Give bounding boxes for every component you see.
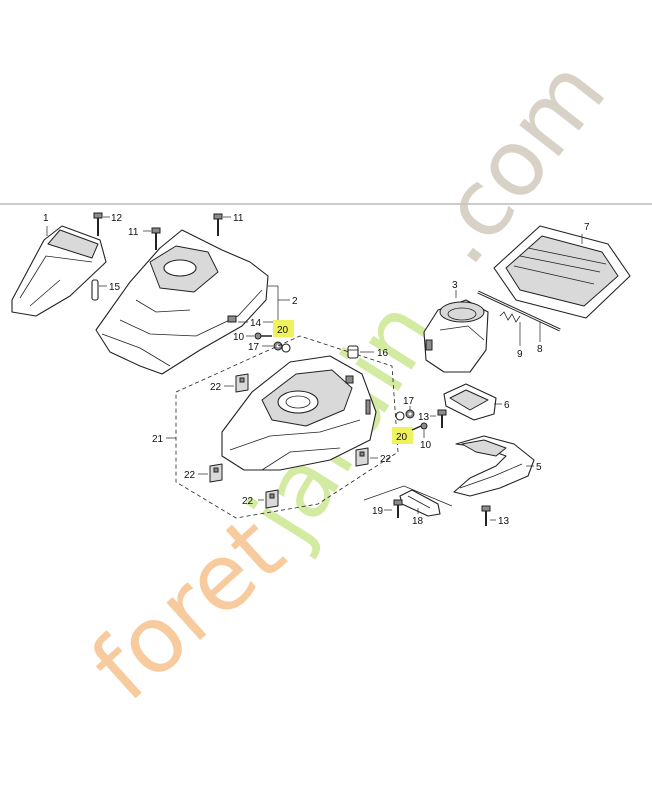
label-7: 7: [584, 222, 590, 233]
label-22-bottom: 22: [242, 496, 254, 507]
highlight-20-right: [392, 427, 413, 444]
part-11-bolt-left[interactable]: [151, 227, 161, 250]
label-17-left: 17: [248, 342, 260, 353]
label-6: 6: [504, 400, 510, 411]
label-22-mid-left: 22: [184, 470, 196, 481]
label-9: 9: [517, 349, 523, 360]
label-22-right: 22: [380, 454, 392, 465]
part-13-screw-lower[interactable]: [481, 505, 491, 526]
label-10-right: 10: [420, 440, 432, 451]
part-20-washer-right[interactable]: [395, 411, 405, 421]
watermark-foret: foret: [71, 497, 304, 722]
part-17-nut-right[interactable]: [405, 409, 415, 419]
part-1-cover[interactable]: [11, 225, 107, 317]
part-6-flap[interactable]: [443, 383, 497, 421]
label-20-right[interactable]: 20: [396, 432, 408, 443]
part-18-bracket[interactable]: [399, 489, 441, 517]
part-2-housing[interactable]: [95, 229, 269, 375]
label-20-left[interactable]: 20: [277, 325, 289, 336]
label-18: 18: [412, 516, 424, 527]
part-5-deflector[interactable]: [453, 435, 535, 497]
label-11-left: 11: [128, 227, 139, 238]
part-19-screw[interactable]: [393, 499, 403, 518]
label-19: 19: [372, 506, 384, 517]
part-21-outline: [175, 335, 399, 519]
part-16-bushing[interactable]: [347, 345, 359, 359]
label-11-right: 11: [233, 213, 244, 224]
label-16: 16: [377, 348, 389, 359]
part-9-spring[interactable]: [499, 311, 521, 323]
label-13-lower: 13: [498, 516, 510, 527]
part-8-rod[interactable]: [477, 290, 561, 332]
label-15: 15: [109, 282, 121, 293]
part-10-screw-left[interactable]: [254, 332, 272, 340]
label-17-right: 17: [403, 396, 415, 407]
label-10-left: 10: [233, 332, 245, 343]
part-22-clip-mid-left[interactable]: [209, 463, 223, 483]
part-20-washer-left[interactable]: [281, 343, 291, 353]
label-5: 5: [536, 462, 542, 473]
label-3: 3: [452, 280, 458, 291]
label-22-top: 22: [210, 382, 222, 393]
part-12-bolt[interactable]: [93, 212, 103, 236]
part-22-clip-right[interactable]: [355, 447, 369, 467]
part-17-nut-left[interactable]: [273, 341, 283, 351]
part-3-chute[interactable]: [423, 299, 489, 373]
part-22-clip-bottom[interactable]: [265, 489, 279, 509]
label-1: 1: [43, 213, 49, 224]
label-14: 14: [250, 318, 262, 329]
part-22-clip-top[interactable]: [235, 373, 249, 393]
part-7-bag-cover[interactable]: [493, 225, 631, 319]
part-13-screw-upper[interactable]: [437, 409, 447, 428]
label-8: 8: [537, 344, 543, 355]
label-2: 2: [292, 296, 298, 307]
part-21-rear-housing[interactable]: [221, 355, 377, 471]
part-15-pin[interactable]: [91, 279, 99, 301]
label-21: 21: [152, 434, 164, 445]
part-10-screw-right[interactable]: [411, 422, 428, 431]
label-13-upper: 13: [418, 412, 430, 423]
highlight-20-left: [273, 320, 294, 337]
part-11-bolt-right[interactable]: [213, 213, 223, 236]
label-12: 12: [111, 213, 123, 224]
